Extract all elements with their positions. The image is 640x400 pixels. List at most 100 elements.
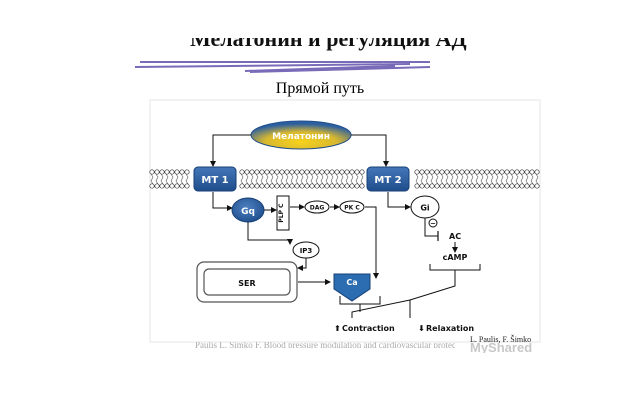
membrane-tail <box>290 173 294 185</box>
membrane-tail <box>415 173 419 185</box>
membrane-head-bottom <box>464 183 470 189</box>
membrane-head-bottom <box>274 183 280 189</box>
minus-sign-label: − <box>430 220 436 228</box>
membrane-head-top <box>309 169 315 175</box>
membrane-head-top <box>474 169 480 175</box>
membrane-tail <box>470 173 474 185</box>
membrane-tail <box>420 173 424 185</box>
membrane-tail <box>320 173 324 185</box>
pkc-label: PK C <box>344 205 360 212</box>
membrane-head-bottom <box>329 183 335 189</box>
membrane-head-bottom <box>314 183 320 189</box>
title-underline-3 <box>244 65 431 73</box>
membrane-head-bottom <box>334 183 340 189</box>
membrane-tail <box>175 173 179 185</box>
membrane-head-top <box>524 169 530 175</box>
membrane-head-bottom <box>339 183 345 189</box>
contraction-label: Contraction <box>342 324 395 333</box>
membrane-head-top <box>159 169 165 175</box>
membrane-tail <box>170 173 174 185</box>
membrane-head-top <box>414 169 420 175</box>
membrane-head-top <box>319 169 325 175</box>
plpc-box <box>276 195 290 231</box>
inhibit-gi-ac <box>424 218 438 237</box>
membrane-head-bottom <box>289 183 295 189</box>
membrane-head-top <box>269 169 275 175</box>
membrane-tail <box>510 173 514 185</box>
membrane-head-bottom <box>264 183 270 189</box>
slide-subtitle: Прямой путь <box>275 80 365 97</box>
membrane-head-bottom <box>279 183 285 189</box>
membrane-head-top <box>314 169 320 175</box>
membrane-head-top <box>174 169 180 175</box>
membrane-head-top <box>289 169 295 175</box>
membrane-tail <box>315 173 319 185</box>
membrane-tail <box>445 173 449 185</box>
membrane-tail <box>280 173 284 185</box>
relaxation-label: Relaxation <box>426 324 474 333</box>
figure-credit: L. Paulis, F. Šimko <box>470 335 532 344</box>
membrane-head-bottom <box>524 183 530 189</box>
membrane-head-bottom <box>534 183 540 189</box>
membrane-head-top <box>354 169 360 175</box>
membrane-tail <box>155 173 159 185</box>
ip3-label: IP3 <box>300 247 313 255</box>
membrane-head-top <box>494 169 500 175</box>
ser-label: SER <box>238 279 255 288</box>
ca-node <box>333 273 371 302</box>
membrane-head-bottom <box>414 183 420 189</box>
arrow-gq-ip3 <box>247 222 293 245</box>
membrane-head-top <box>479 169 485 175</box>
membrane-tail <box>425 173 429 185</box>
membrane-head-bottom <box>169 183 175 189</box>
membrane-tail <box>310 173 314 185</box>
membrane-tail <box>440 173 444 185</box>
membrane-tail <box>335 173 339 185</box>
membrane-tail <box>260 173 264 185</box>
membrane-head-top <box>449 169 455 175</box>
membrane-head-top <box>534 169 540 175</box>
gq-label: Gq <box>241 207 255 217</box>
membrane-head-top <box>239 169 245 175</box>
membrane-head-top <box>434 169 440 175</box>
membrane-head-top <box>294 169 300 175</box>
membrane-head-top <box>179 169 185 175</box>
membrane-tail <box>500 173 504 185</box>
membrane-tail <box>525 173 529 185</box>
membrane-tail <box>295 173 299 185</box>
membrane-head-top <box>299 169 305 175</box>
membrane-head-bottom <box>439 183 445 189</box>
membrane-tail <box>180 173 184 185</box>
arrow-melatonin-mt1 <box>210 134 251 167</box>
membrane-head-bottom <box>249 183 255 189</box>
membrane-head-bottom <box>529 183 535 189</box>
membrane-head-top <box>249 169 255 175</box>
contraction-arrow: ⬆ <box>334 324 341 333</box>
membrane-head-top <box>264 169 270 175</box>
ca-label: Ca <box>346 278 357 287</box>
membrane-head-bottom <box>284 183 290 189</box>
melatonin-label: Мелатонин <box>272 132 330 142</box>
arrow-pkc-ca <box>365 206 379 279</box>
membrane-tail <box>435 173 439 185</box>
dag-label: DAG <box>310 205 325 212</box>
membrane-tail <box>245 173 249 185</box>
membrane-tail <box>165 173 169 185</box>
slide-title: Мелатонин и регуляция АД <box>190 38 467 51</box>
membrane-head-bottom <box>239 183 245 189</box>
membrane-tail <box>430 173 434 185</box>
membrane-head-top <box>484 169 490 175</box>
membrane-head-top <box>184 169 190 175</box>
membrane-tail <box>480 173 484 185</box>
arrow-melatonin-mt2 <box>351 134 389 167</box>
camp-label: cAMP <box>443 253 468 262</box>
membrane-head-top <box>154 169 160 175</box>
membrane-head-top <box>344 169 350 175</box>
mt2-receptor <box>366 166 410 192</box>
membrane-head-top <box>324 169 330 175</box>
membrane-head-bottom <box>164 183 170 189</box>
membrane-tail <box>255 173 259 185</box>
